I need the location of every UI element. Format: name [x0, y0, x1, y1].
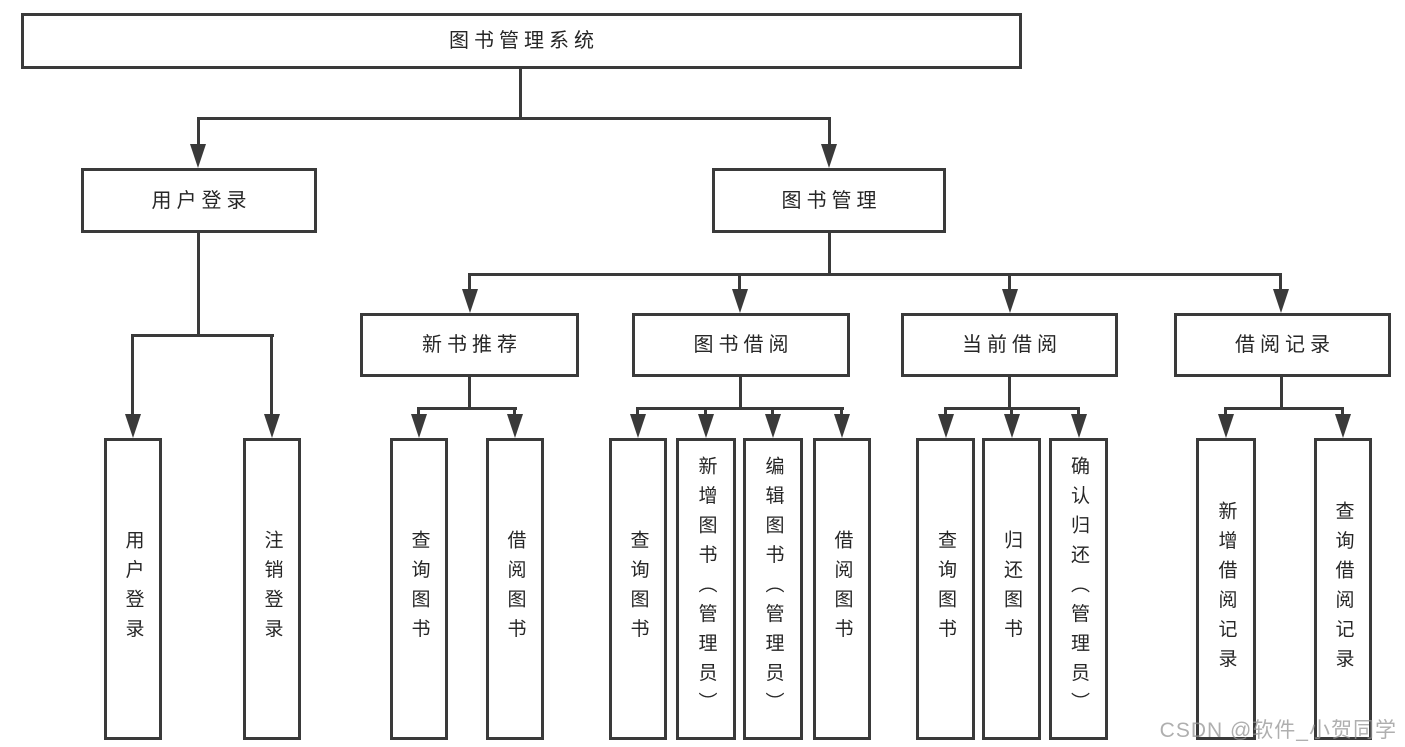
arrow-down-icon: [630, 414, 646, 438]
watermark: CSDN @软件_小贺同学: [1159, 719, 1397, 742]
edge-stem: [1077, 408, 1080, 415]
edge-section-rail: [417, 407, 517, 410]
arrow-down-icon: [190, 144, 206, 168]
leaf-return-books: 归还图书: [982, 438, 1041, 740]
edge-section-rail: [1224, 407, 1344, 410]
edge-stem: [468, 274, 471, 290]
arrow-down-icon: [938, 414, 954, 438]
arrow-down-icon: [732, 289, 748, 313]
arrow-down-icon: [462, 289, 478, 313]
leaf-query-borrow-record: 查询借阅记录: [1314, 438, 1372, 740]
edge-level1-rail: [197, 117, 831, 120]
arrow-down-icon: [507, 414, 523, 438]
edge-stem: [771, 408, 774, 415]
edge-stem: [738, 274, 741, 290]
leaf-add-borrow-record: 新增借阅记录: [1196, 438, 1256, 740]
edge-stem: [944, 408, 947, 415]
leaf-user-login: 用户登录: [104, 438, 162, 740]
arrow-down-icon: [1071, 414, 1087, 438]
edge-stem: [131, 335, 134, 414]
edge-user-rail: [131, 334, 274, 337]
arrow-down-icon: [1004, 414, 1020, 438]
leaf-query-books-borrow: 查询图书: [609, 438, 667, 740]
edge-user-stem: [197, 233, 200, 335]
edge-section-stem: [1008, 377, 1011, 408]
edge-stem: [636, 408, 639, 415]
edge-stem: [513, 408, 516, 415]
edge-stem: [270, 335, 273, 414]
node-root: 图书管理系统: [21, 13, 1022, 69]
arrow-down-icon: [698, 414, 714, 438]
node-user-login-group: 用户登录: [81, 168, 317, 233]
leaf-query-books-current: 查询图书: [916, 438, 975, 740]
arrow-down-icon: [1335, 414, 1351, 438]
edge-root-stem: [519, 69, 522, 118]
edge-stem: [1279, 274, 1282, 290]
arrow-down-icon: [834, 414, 850, 438]
node-new-book-recommend: 新书推荐: [360, 313, 579, 377]
leaf-confirm-return-admin: 确认归还（管理员）: [1049, 438, 1108, 740]
edge-stem: [828, 118, 831, 144]
leaf-edit-books-admin: 编辑图书（管理员）: [743, 438, 803, 740]
edge-section-rail: [636, 407, 844, 410]
edge-stem: [1010, 408, 1013, 415]
arrow-down-icon: [1002, 289, 1018, 313]
leaf-add-books-admin: 新增图书（管理员）: [676, 438, 736, 740]
arrow-down-icon: [1218, 414, 1234, 438]
edge-stem: [417, 408, 420, 415]
arrow-down-icon: [1273, 289, 1289, 313]
arrow-down-icon: [264, 414, 280, 438]
edge-section-stem: [1280, 377, 1283, 408]
edge-mgmt-stem: [828, 233, 831, 274]
node-current-borrow: 当前借阅: [901, 313, 1118, 377]
arrow-down-icon: [821, 144, 837, 168]
leaf-borrow-books-recommend: 借阅图书: [486, 438, 544, 740]
edge-stem: [1341, 408, 1344, 415]
edge-stem: [1008, 274, 1011, 290]
node-book-borrow: 图书借阅: [632, 313, 850, 377]
edge-stem: [840, 408, 843, 415]
node-book-management: 图书管理: [712, 168, 946, 233]
edge-section-stem: [468, 377, 471, 408]
node-borrow-records: 借阅记录: [1174, 313, 1391, 377]
leaf-borrow-books: 借阅图书: [813, 438, 871, 740]
leaf-logout: 注销登录: [243, 438, 301, 740]
edge-mgmt-rail: [468, 273, 1282, 276]
edge-section-stem: [739, 377, 742, 408]
edge-stem: [1224, 408, 1227, 415]
arrow-down-icon: [411, 414, 427, 438]
arrow-down-icon: [125, 414, 141, 438]
edge-stem: [197, 118, 200, 144]
edge-stem: [704, 408, 707, 415]
leaf-query-books-recommend: 查询图书: [390, 438, 448, 740]
arrow-down-icon: [765, 414, 781, 438]
